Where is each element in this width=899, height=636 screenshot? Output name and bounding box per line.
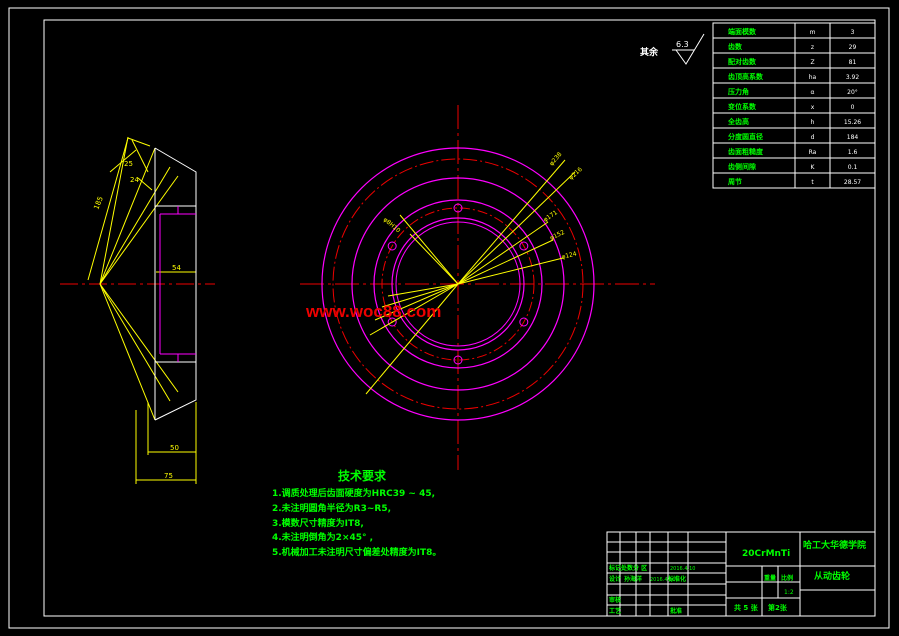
param-symbol: x [811,104,815,111]
tb-date: 2016.4.10 [650,577,675,583]
tech-req-item-4: 4.未注明倒角为2×45° , [272,531,373,543]
param-value: 29 [849,44,857,51]
param-name: 配对齿数 [728,57,757,66]
param-value: 81 [849,59,857,66]
param-symbol: Ra [809,149,817,156]
bolt-hole [519,241,529,251]
outer-frame [8,7,890,629]
dim-phi216: φ216 [568,166,584,182]
param-value: 3.92 [846,74,860,81]
param-value: 28.57 [844,179,861,186]
tb-row3: 审核 [609,596,621,604]
material: 20CrMnTi [742,549,790,559]
param-symbol: d [811,134,815,141]
param-symbol: z [811,44,814,51]
tb-year: 2016.4.10 [670,566,695,572]
param-value: 184 [847,134,859,141]
tb-designer: 孙海洋 [624,575,642,583]
dim-phi152: φ152 [549,229,566,242]
param-symbol: h [811,119,815,126]
param-symbol: m [810,29,816,36]
param-name: 周节 [728,177,742,186]
param-symbol: α [811,89,815,96]
title-block-text: 20CrMnTi 哈工大华德学院 从动齿轮 标记处数分 区 设计 孙海洋 201… [608,539,866,615]
sheet-number: 第2张 [768,603,788,612]
inner-frame [43,19,876,617]
title-block [606,531,876,617]
dim-phi124: φ124 [561,250,578,261]
param-symbol: K [811,164,816,171]
front-view: φ238 φ216 φ171 φ152 φ124 φ8H10 [300,105,655,470]
param-name: 齿顶高系数 [728,72,764,81]
part-name: 从动齿轮 [814,570,850,582]
dim-slant: 185 [92,195,104,210]
param-symbol: ha [809,74,817,81]
param-value: 1.6 [848,149,858,156]
dim-d5: 75 [164,472,173,480]
tech-req-item-1: 1.调质处理后齿面硬度为HRC39 ~ 45, [272,487,435,499]
tech-requirements: 技术要求 1.调质处理后齿面硬度为HRC39 ~ 45, 2.未注明圆角半径为R… [272,468,441,558]
param-table: 端面模数 m 3 齿数 z 29 配对齿数 Z 81 齿顶高系数 ha 3.92 压力角 α 20° 变位系数… [712,22,876,189]
scale-label: 比例 [781,574,793,582]
param-name: 端面模数 [728,27,757,36]
scale-value: 1:2 [784,589,794,596]
param-name: 分度圆直径 [728,132,763,141]
param-name: 变位系数 [728,102,757,111]
dim-d2: 24 [130,176,139,184]
weight-label: 重量 [764,574,776,582]
dim-d3: 54 [172,264,181,272]
param-value: 20° [847,89,858,96]
surface-finish-symbol: 其余 6.3 [640,33,705,65]
surface-finish-label: 其余 [640,46,659,58]
param-symbol: t [811,179,814,186]
tech-req-title: 技术要求 [338,468,387,483]
dim-phi171: φ171 [542,209,559,224]
tech-req-item-3: 3.模数尺寸精度为IT8, [272,517,364,529]
param-value: 3 [851,29,855,36]
bolt-hole [387,317,397,327]
bolt-hole [453,203,463,213]
tb-approve: 批准 [670,607,682,615]
param-name: 压力角 [728,87,749,96]
param-value: 0 [851,104,855,111]
bolt-hole [387,241,397,251]
param-name: 全齿高 [727,117,749,126]
tb-row2: 设计 [609,575,621,583]
section-view: 185 25 24 54 50 75 [60,136,215,484]
bolt-hole [519,317,529,327]
param-name: 齿数 [728,42,743,51]
dim-d4: 50 [170,444,179,452]
tb-row4: 工艺 [609,607,621,615]
param-value: 0.1 [848,164,858,171]
tb-sign-label: 标准化 [667,575,686,583]
tech-req-item-2: 2.未注明圆角半径为R3~R5, [272,502,391,514]
school-name: 哈工大华德学院 [803,539,866,551]
param-name: 齿面粗糙度 [728,147,764,156]
param-name: 齿侧间隙 [728,162,756,171]
bolt-hole [453,355,463,365]
dim-d1: 25 [124,160,133,168]
surface-finish-value: 6.3 [676,40,689,49]
param-symbol: Z [810,59,814,66]
tb-row1: 标记处数分 区 [608,564,647,572]
watermark: www.woc88.com [305,302,441,321]
param-value: 15.26 [844,119,861,126]
tech-req-item-5: 5.机械加工未注明尺寸偏差处精度为IT8。 [272,546,441,558]
sheets-total: 共 5 张 [734,603,759,612]
